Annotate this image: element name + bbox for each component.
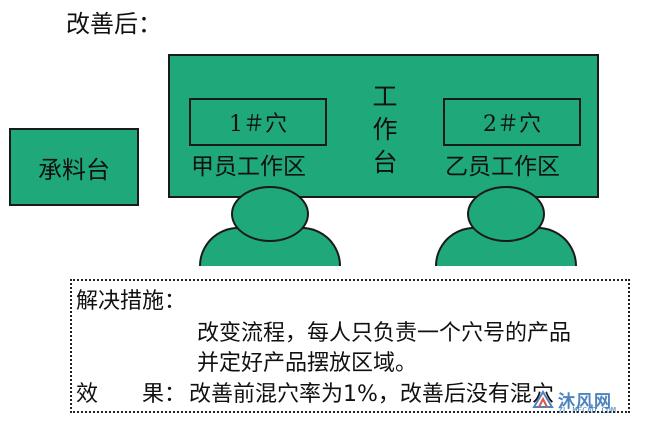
- cavity-station-1-label: 1＃穴: [229, 112, 287, 137]
- effect-label: 效 果：: [76, 382, 187, 407]
- worker-a-figure: [196, 186, 346, 266]
- measures-line-1: 改变流程，每人只负责一个穴号的产品: [197, 321, 572, 346]
- worker-a-head: [231, 186, 309, 242]
- worker-area-a-label: 甲员工作区: [191, 154, 306, 180]
- worker-b-figure: [432, 186, 582, 266]
- watermark-text: 沐风网: [558, 392, 612, 412]
- worker-b-head: [467, 186, 545, 242]
- measures-line-2: 并定好产品摆放区域。: [197, 351, 418, 376]
- workbench-label: 工 作 台: [372, 82, 398, 177]
- cavity-station-2: 2＃穴: [443, 98, 581, 146]
- watermark-url: ZL.MFCAD.COM: [558, 406, 616, 415]
- receiving-station-label: 承料台: [38, 155, 110, 184]
- workbench: 1＃穴 甲员工作区 工 作 台 2＃穴 乙员工作区: [168, 54, 599, 198]
- cavity-station-1: 1＃穴: [189, 98, 327, 146]
- watermark-logo-icon: [532, 390, 554, 408]
- measures-heading: 解决措施：: [76, 289, 187, 314]
- page-title: 改善后：: [66, 10, 162, 38]
- worker-area-b-label: 乙员工作区: [445, 154, 560, 180]
- cavity-station-2-label: 2＃穴: [483, 112, 541, 137]
- measures-box: 解决措施： 改变流程，每人只负责一个穴号的产品 并定好产品摆放区域。 效 果： …: [70, 279, 630, 413]
- watermark: 沐风网 ZL.MFCAD.COM: [532, 387, 658, 417]
- effect-text: 改善前混穴率为1%，改善后没有混穴: [189, 382, 554, 407]
- receiving-station: 承料台: [9, 128, 139, 206]
